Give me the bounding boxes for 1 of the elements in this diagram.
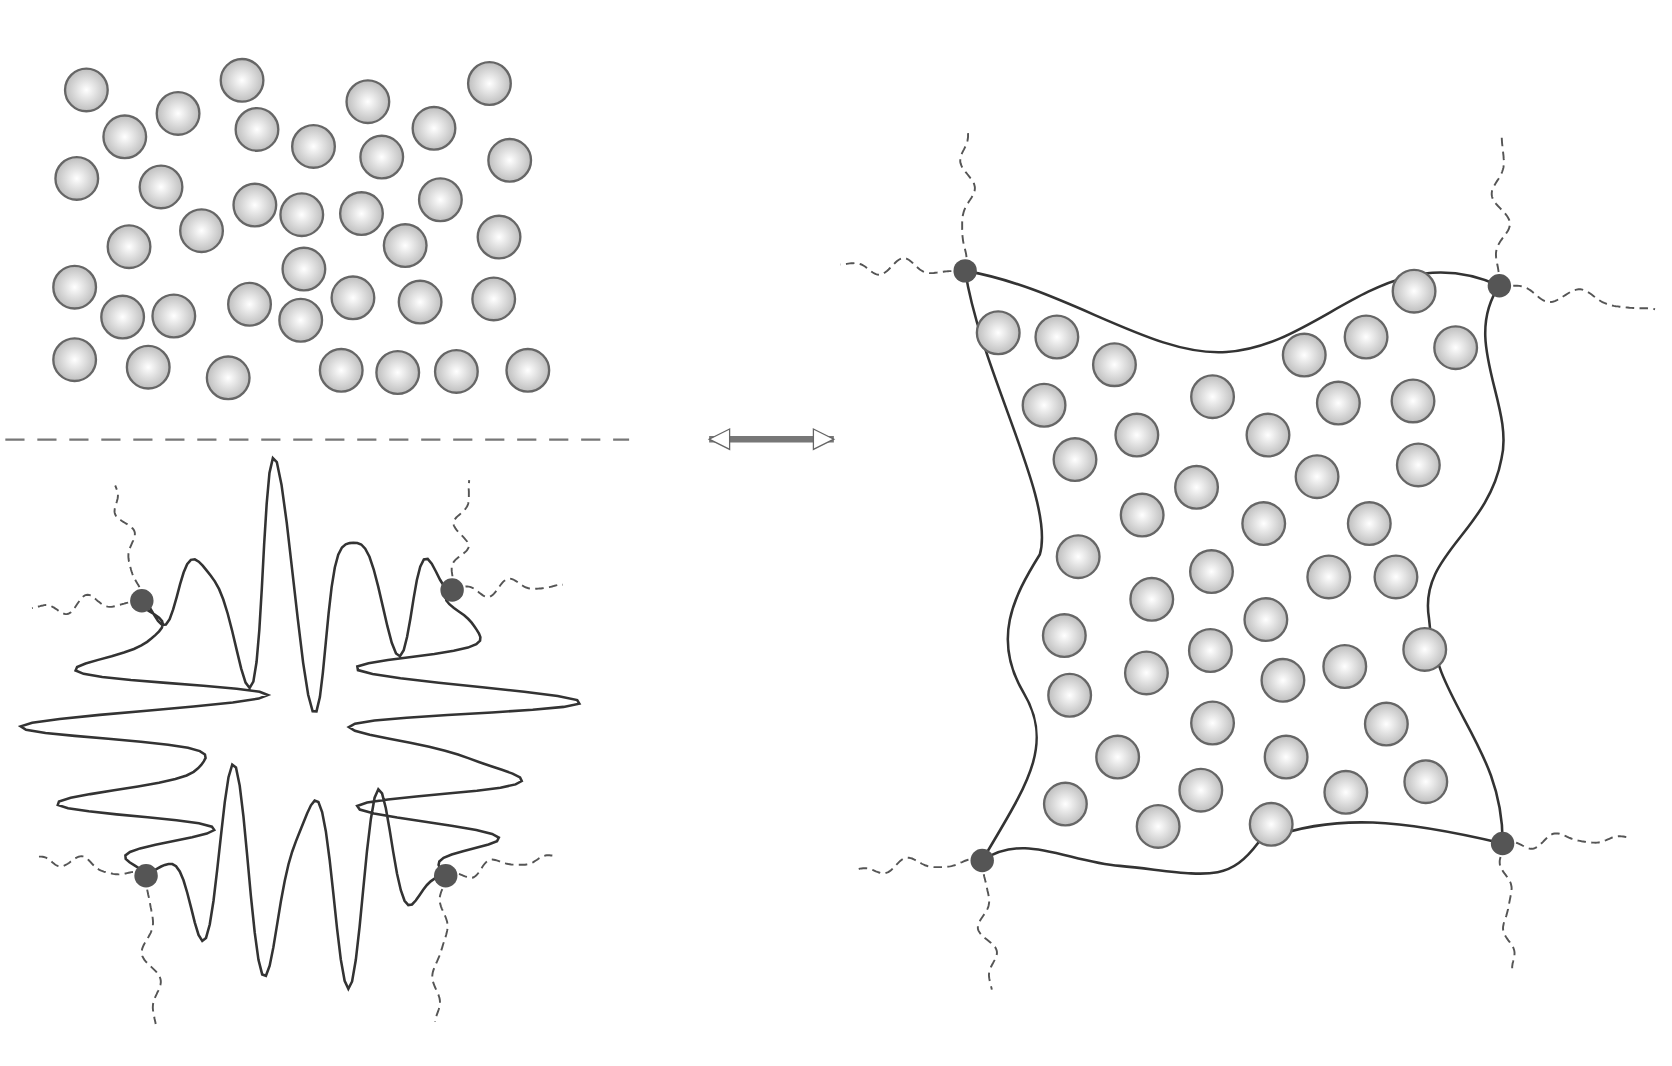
double-arrow: [708, 428, 835, 451]
